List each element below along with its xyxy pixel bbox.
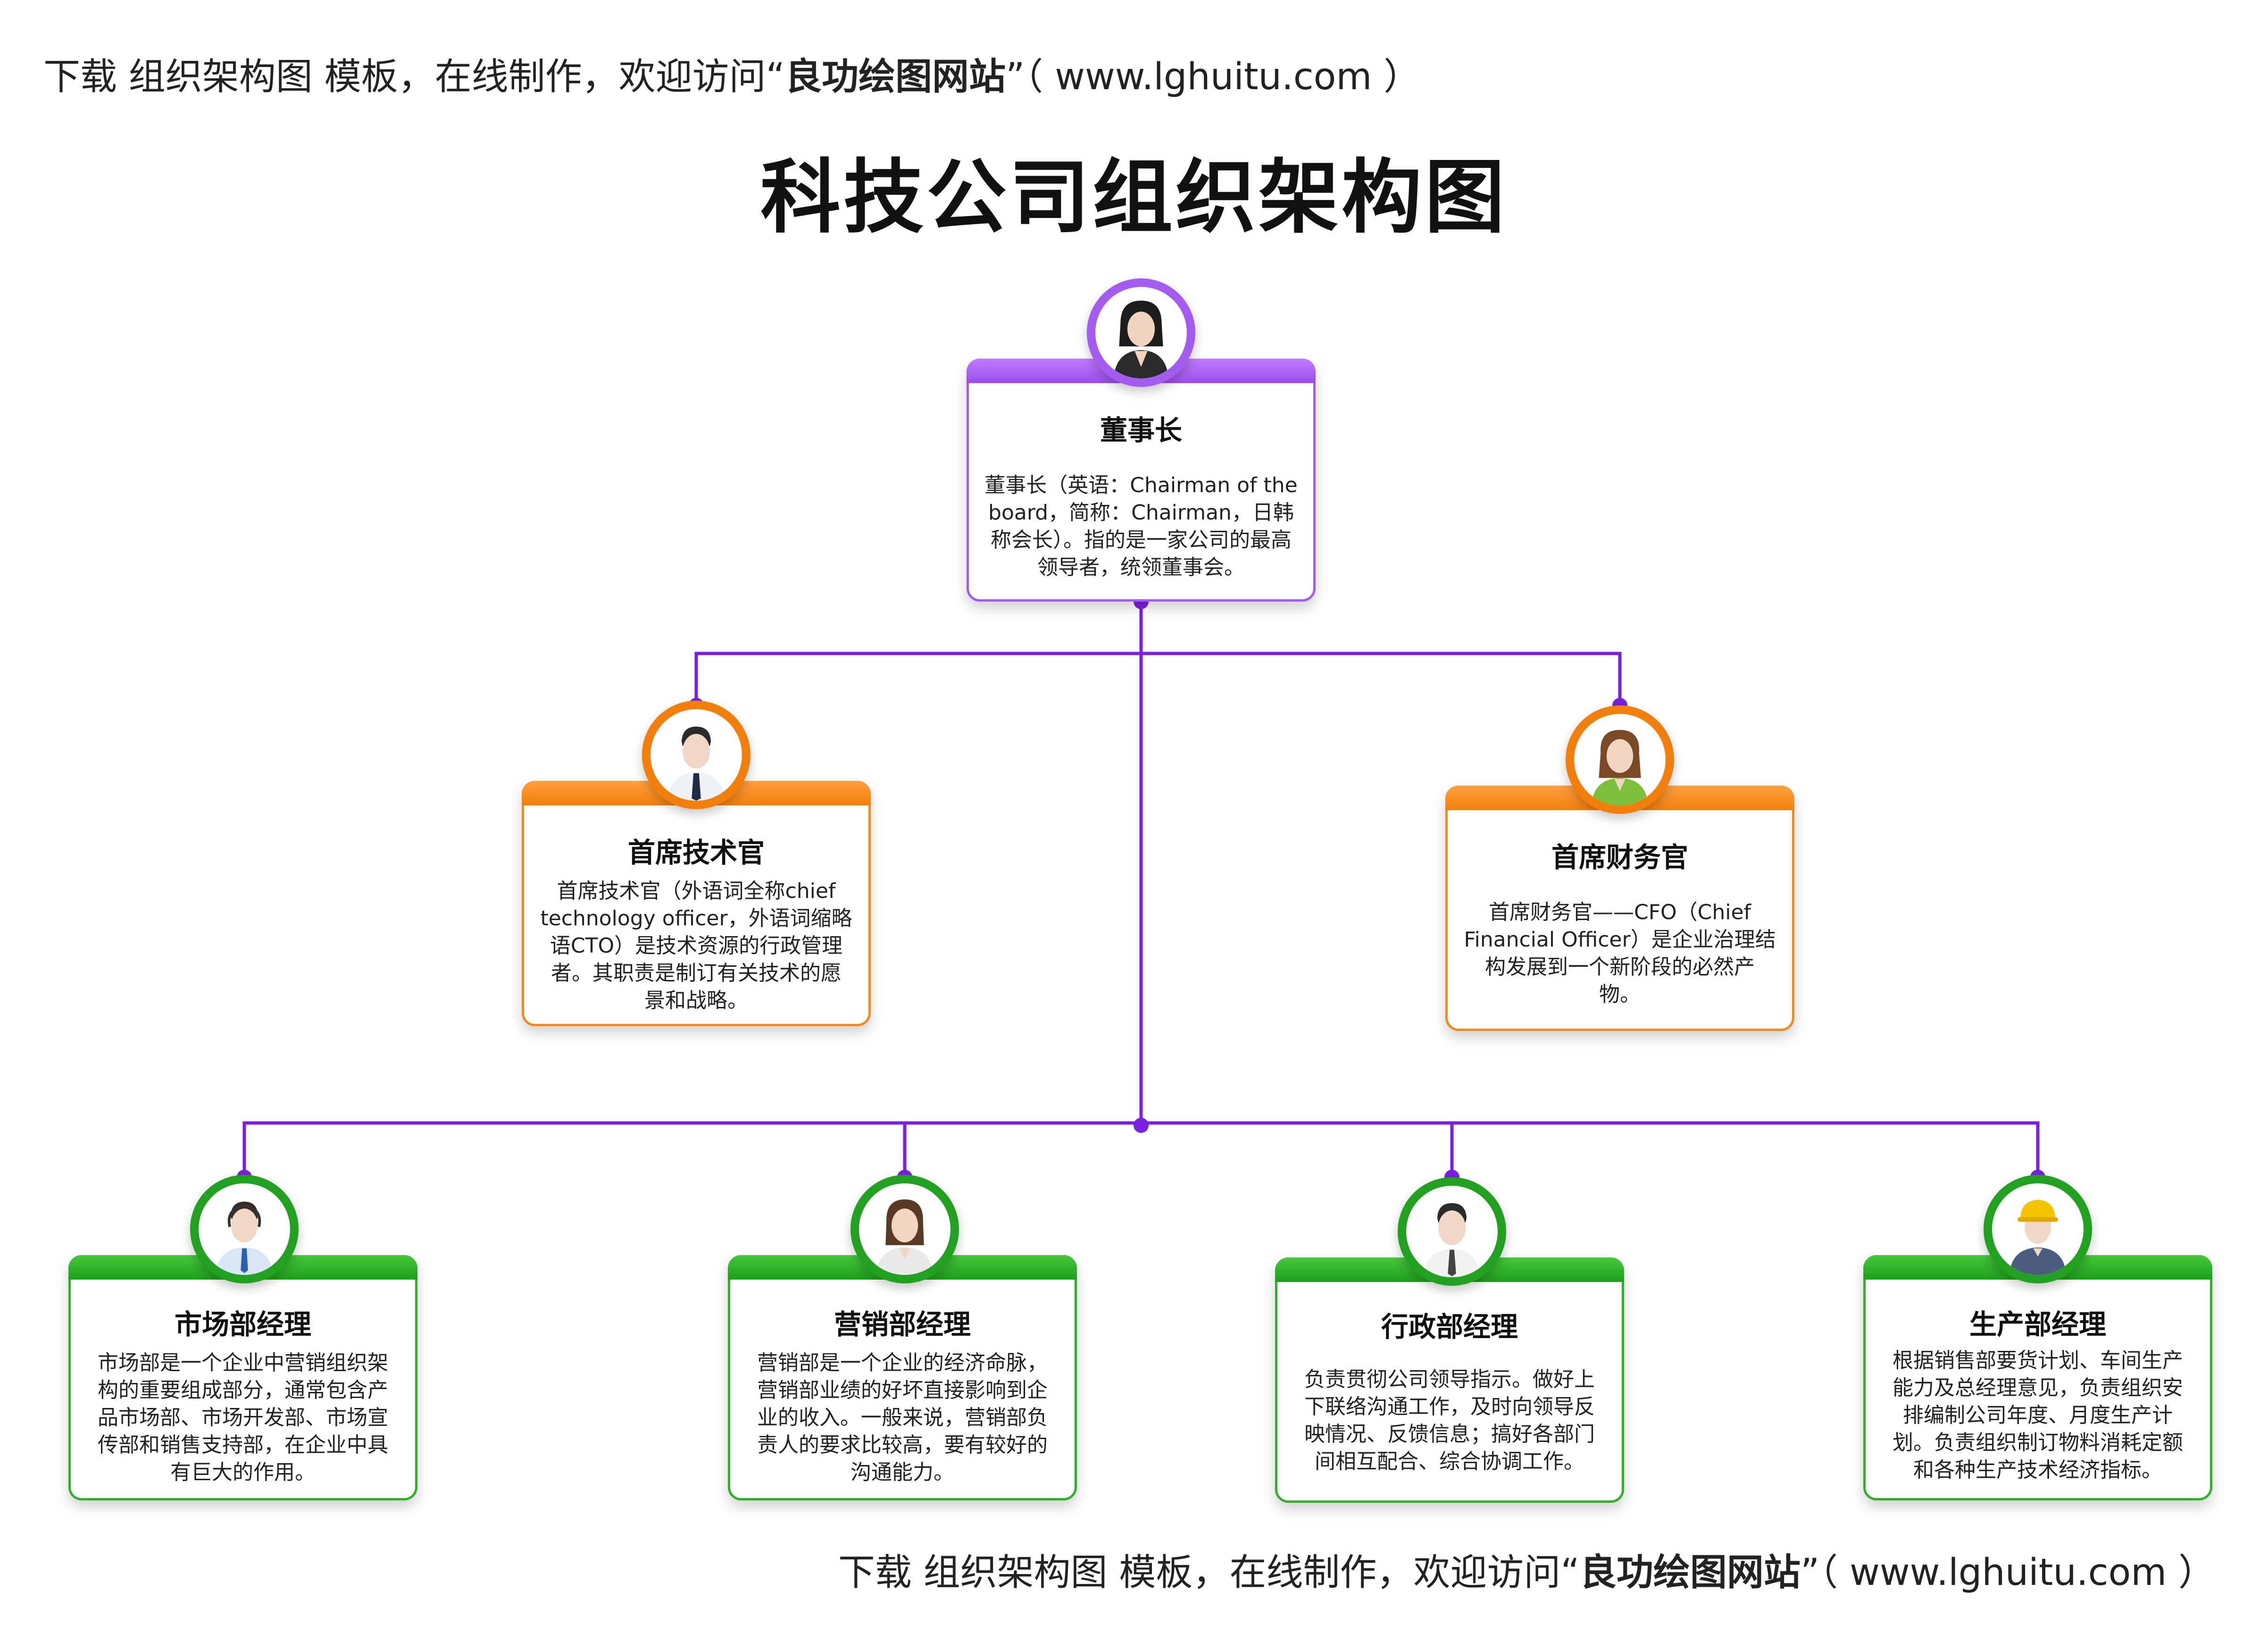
desc-line: 称会长）。指的是一家公司的最高 — [991, 528, 1292, 552]
promo-suffix[interactable]: ”（ www.lghuitu.com ） — [1800, 1551, 2215, 1594]
node-name: 首席技术官 — [627, 837, 765, 869]
desc-line: 品市场部、市场开发部、市场宣 — [98, 1406, 388, 1430]
desc-line: 物。 — [1599, 982, 1641, 1006]
desc-line: 业的收入。一般来说，营销部负 — [757, 1406, 1048, 1430]
desc-line: 首席技术官（外语词全称chief — [557, 879, 836, 903]
desc-line: 董事长（英语：Chairman of the — [984, 473, 1298, 497]
promo-banner-bottom: 下载 组织架构图 模板，在线制作，欢迎访问“良功绘图网站”（ www.lghui… — [838, 1543, 2215, 1596]
promo-prefix: 下载 组织架构图 模板，在线制作，欢迎访问“ — [838, 1551, 1580, 1594]
node-name: 生产部经理 — [1969, 1308, 2106, 1340]
promo-suffix[interactable]: ”（ www.lghuitu.com ） — [1006, 56, 1421, 98]
desc-line: 能力及总经理意见，负责组织安 — [1893, 1376, 2183, 1400]
sales-manager-card[interactable]: 营销部经理 营销部是一个企业的经济命脉， 营销部业绩的好坏直接影响到企 业的收入… — [728, 1255, 1077, 1500]
node-name: 行政部经理 — [1381, 1311, 1518, 1343]
node-description: 首席财务官——CFO（Chief Financial Officer）是企业治理… — [1462, 899, 1778, 1008]
cfo-card[interactable]: 首席财务官 首席财务官——CFO（Chief Financial Officer… — [1445, 786, 1794, 1031]
desc-line: 营销部业绩的好坏直接影响到企 — [757, 1378, 1048, 1402]
cto-card[interactable]: 首席技术官 首席技术官（外语词全称chief technology office… — [522, 781, 871, 1026]
desc-line: 负责贯彻公司领导指示。做好上 — [1304, 1367, 1595, 1391]
promo-prefix: 下载 组织架构图 模板，在线制作，欢迎访问“ — [43, 56, 785, 98]
headset-man-avatar-icon — [190, 1175, 299, 1283]
cxo-branch-line — [694, 652, 1622, 705]
production-manager-card[interactable]: 生产部经理 根据销售部要货计划、车间生产 能力及总经理意见，负责组织安 排编制公… — [1863, 1255, 2212, 1500]
promo-site-name[interactable]: 良功绘图网站 — [1579, 1551, 1801, 1594]
node-description: 董事长（英语：Chairman of the board，简称：Chairman… — [983, 472, 1299, 581]
desc-line: 下联络沟通工作，及时向领导反 — [1304, 1395, 1595, 1419]
woman-green-avatar-icon — [1566, 705, 1674, 814]
desc-line: technology officer，外语词缩略 — [540, 906, 852, 930]
desc-line: 构发展到一个新阶段的必然产 — [1485, 955, 1755, 979]
node-name: 市场部经理 — [174, 1308, 311, 1340]
desc-line: Financial Officer）是企业治理结 — [1464, 928, 1776, 952]
worker-hardhat-avatar-icon — [1984, 1175, 2092, 1283]
promo-site-name[interactable]: 良功绘图网站 — [785, 56, 1006, 98]
desc-line: 景和战略。 — [644, 988, 748, 1013]
desc-line: 传部和销售支持部，在企业中具 — [98, 1433, 388, 1457]
node-description: 根据销售部要货计划、车间生产 能力及总经理意见，负责组织安 排编制公司年度、月度… — [1880, 1347, 2196, 1484]
desc-line: 领导者，统领董事会。 — [1037, 555, 1245, 579]
node-description: 营销部是一个企业的经济命脉， 营销部业绩的好坏直接影响到企 业的收入。一般来说，… — [744, 1349, 1060, 1486]
desc-line: 间相互配合、综合协调工作。 — [1315, 1449, 1584, 1474]
desc-line: 构的重要组成部分，通常包含产 — [98, 1378, 388, 1402]
businessman-avatar-icon — [642, 701, 750, 809]
desc-line: 排编制公司年度、月度生产计 — [1903, 1403, 2173, 1427]
node-description: 市场部是一个企业中营销组织架 构的重要组成部分，通常包含产 品市场部、市场开发部… — [85, 1349, 401, 1486]
junction-dot — [1134, 1118, 1149, 1133]
desc-line: 沟通能力。 — [850, 1460, 954, 1484]
woman-avatar-icon — [850, 1175, 959, 1283]
man-avatar-icon — [1398, 1177, 1506, 1286]
desc-line: 映情况、反馈信息；搞好各部门 — [1304, 1422, 1595, 1446]
promo-banner-top: 下载 组织架构图 模板，在线制作，欢迎访问“良功绘图网站”（ www.lghui… — [43, 47, 1420, 100]
desc-line: 市场部是一个企业中营销组织架 — [98, 1351, 388, 1375]
node-description: 首席技术官（外语词全称chief technology officer，外语词缩… — [538, 878, 854, 1014]
desc-line: 首席财务官——CFO（Chief — [1488, 900, 1751, 924]
desc-line: 责人的要求比较高，要有较好的 — [757, 1433, 1048, 1457]
diagram-title: 科技公司组织架构图 — [760, 151, 1508, 244]
admin-manager-card[interactable]: 行政部经理 负责贯彻公司领导指示。做好上 下联络沟通工作，及时向领导反 映情况、… — [1275, 1257, 1624, 1503]
node-description: 负责贯彻公司领导指示。做好上 下联络沟通工作，及时向领导反 映情况、反馈信息；搞… — [1292, 1366, 1608, 1475]
node-name: 董事长 — [1100, 414, 1182, 446]
businesswoman-avatar-icon — [1087, 278, 1195, 387]
node-name: 营销部经理 — [834, 1308, 971, 1340]
chairman-card[interactable]: 董事长 董事长（英语：Chairman of the board，简称：Chai… — [967, 359, 1316, 602]
marketing-manager-card[interactable]: 市场部经理 市场部是一个企业中营销组织架 构的重要组成部分，通常包含产 品市场部… — [68, 1255, 417, 1500]
desc-line: board，简称：Chairman，日韩 — [988, 501, 1294, 525]
desc-line: 者。其职责是制订有关技术的愿 — [551, 961, 842, 985]
node-name: 首席财务官 — [1551, 841, 1688, 873]
desc-line: 有巨大的作用。 — [170, 1460, 316, 1484]
desc-line: 语CTO）是技术资源的行政管理 — [550, 934, 843, 958]
desc-line: 划。负责组织制订物料消耗定额 — [1893, 1431, 2183, 1455]
desc-line: 和各种生产技术经济指标。 — [1913, 1458, 2162, 1482]
desc-line: 根据销售部要货计划、车间生产 — [1893, 1349, 2183, 1373]
desc-line: 营销部是一个企业的经济命脉， — [757, 1351, 1048, 1375]
